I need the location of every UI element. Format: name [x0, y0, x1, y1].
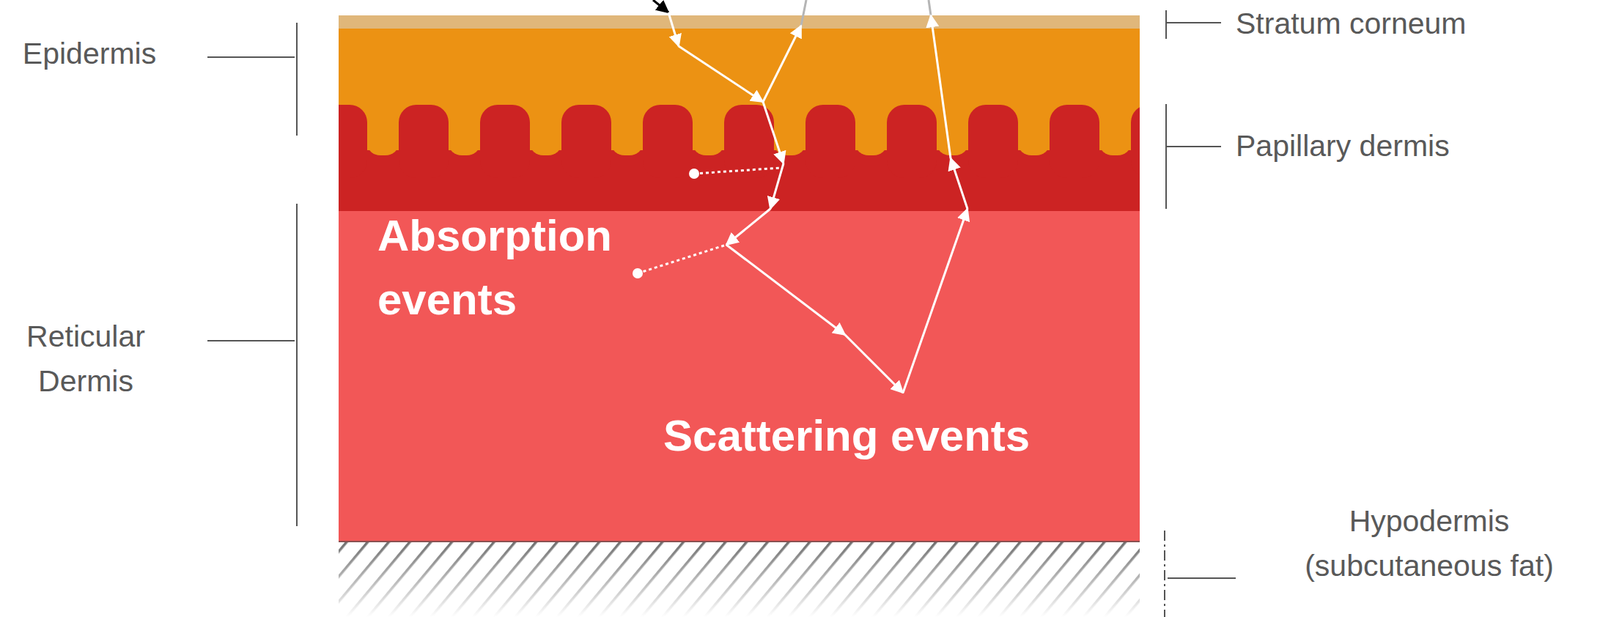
bracket [207, 10, 1236, 617]
layer-label: Hypodermis (subcutaneous fat) [1271, 499, 1587, 590]
layer-label: Stratum corneum [1235, 1, 1588, 47]
layer-label: Papillary dermis [1235, 123, 1588, 170]
photon-path [845, 334, 903, 393]
photon-path [668, 12, 679, 47]
event-label: Absorption events [377, 203, 671, 332]
photon-path [726, 244, 846, 335]
photon-path [930, 15, 951, 159]
photon-path [762, 101, 784, 164]
photon-path [950, 158, 968, 209]
photon-path [678, 46, 763, 102]
photon-path [726, 208, 771, 245]
event-label: Scattering events [663, 403, 1104, 468]
photon-path [770, 163, 784, 209]
photon-path [902, 208, 968, 393]
layer-label: Epidermis [0, 31, 185, 77]
photon-path [762, 25, 802, 102]
layer-label: Reticular Dermis [1, 314, 171, 405]
